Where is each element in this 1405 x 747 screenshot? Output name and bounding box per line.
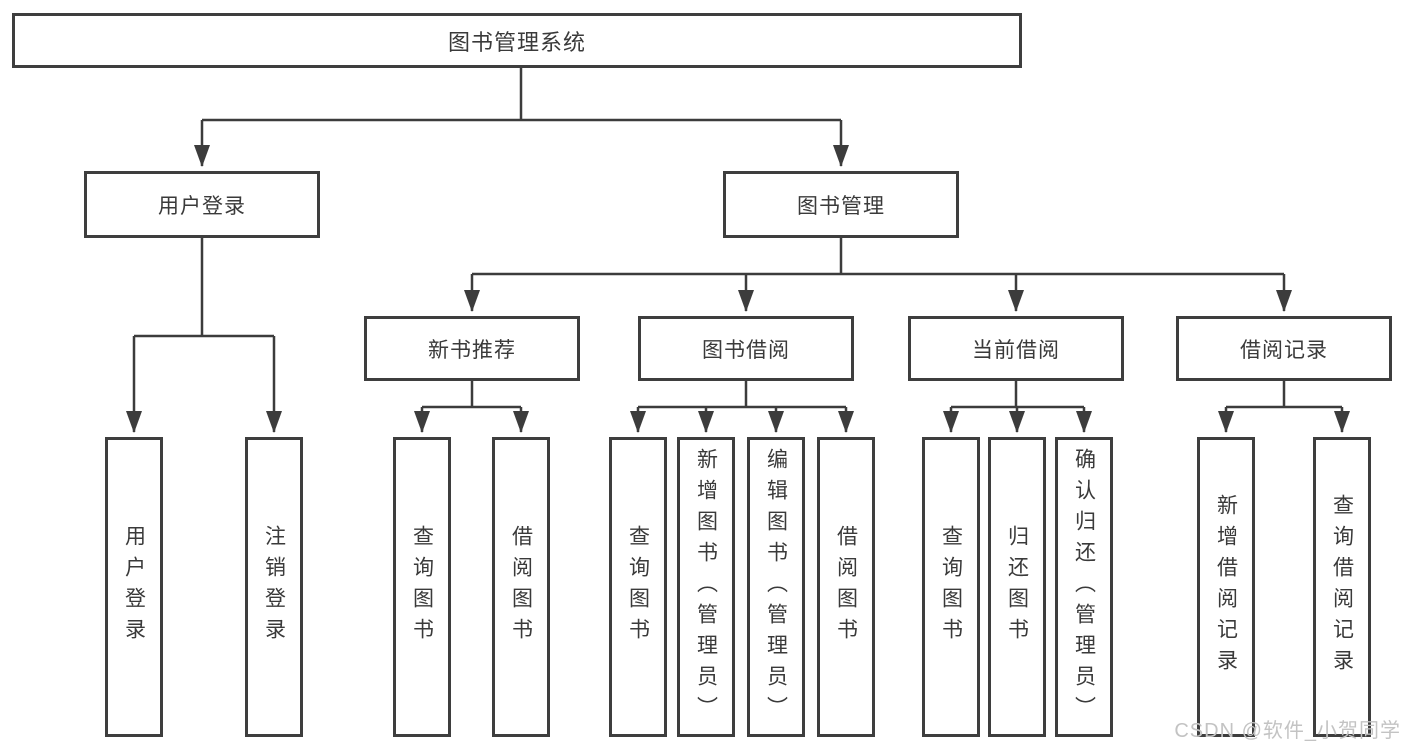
node-nbr-borrow-books: 借阅图书 xyxy=(492,437,550,737)
node-library-management-system: 图书管理系统 xyxy=(12,13,1022,68)
node-current-borrowing: 当前借阅 xyxy=(908,316,1124,381)
node-logout: 注销登录 xyxy=(245,437,303,737)
csdn-watermark: CSDN @软件_小贺同学 xyxy=(1174,720,1401,742)
node-bb-borrow-books: 借阅图书 xyxy=(817,437,875,737)
node-nbr-query-books: 查询图书 xyxy=(393,437,451,737)
node-new-book-recommendation: 新书推荐 xyxy=(364,316,580,381)
node-cb-confirm-return-admin: 确认归还（管理员） xyxy=(1055,437,1113,737)
node-login: 用户登录 xyxy=(105,437,163,737)
node-cb-query-books: 查询图书 xyxy=(922,437,980,737)
node-bb-edit-books-admin: 编辑图书（管理员） xyxy=(747,437,805,737)
node-borrowing-records: 借阅记录 xyxy=(1176,316,1392,381)
node-cb-return-books: 归还图书 xyxy=(988,437,1046,737)
node-bb-add-books-admin: 新增图书（管理员） xyxy=(677,437,735,737)
node-user-login: 用户登录 xyxy=(84,171,320,238)
node-br-query-record: 查询借阅记录 xyxy=(1313,437,1371,737)
node-book-management: 图书管理 xyxy=(723,171,959,238)
node-br-add-record: 新增借阅记录 xyxy=(1197,437,1255,737)
node-book-borrowing: 图书借阅 xyxy=(638,316,854,381)
node-bb-query-books: 查询图书 xyxy=(609,437,667,737)
